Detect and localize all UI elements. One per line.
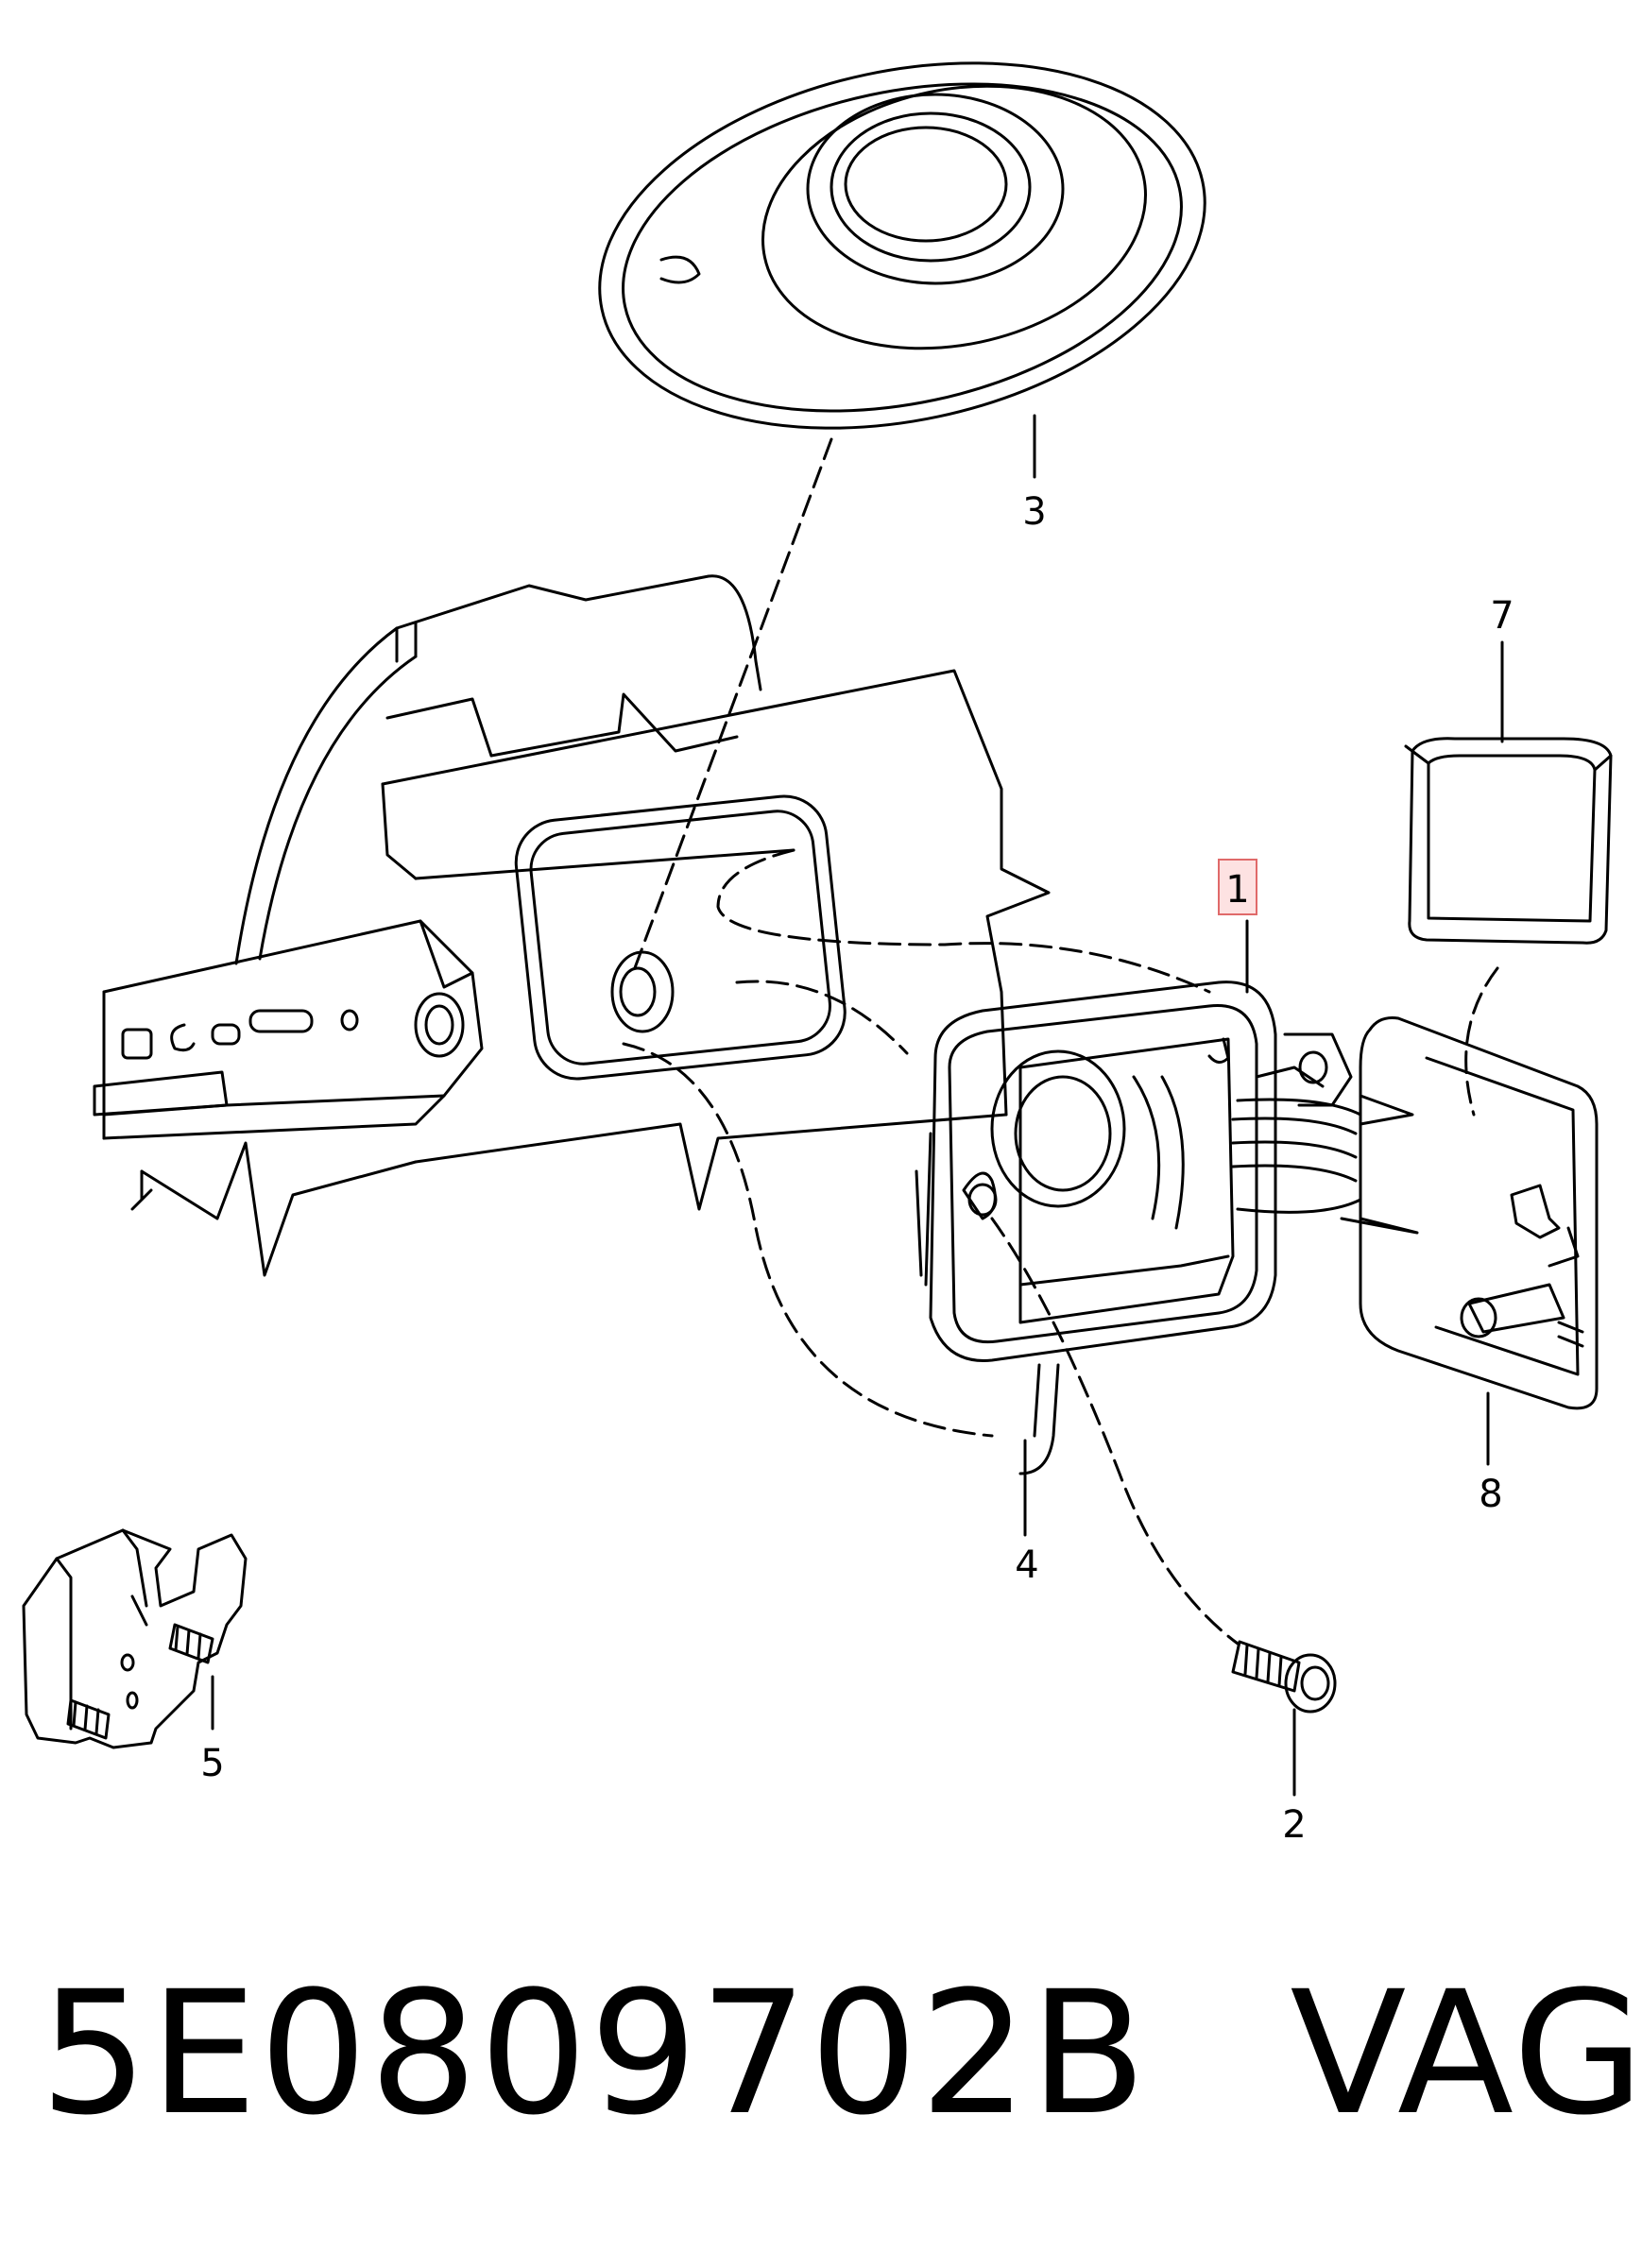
grommet-seal-part-3 <box>598 61 1206 430</box>
callout-5: 5 <box>200 1742 224 1785</box>
filler-housing-part-1 <box>915 981 1419 1362</box>
brand-name: VAG <box>1290 1955 1642 2153</box>
callout-8: 8 <box>1479 1473 1502 1516</box>
callout-1-highlight <box>1218 859 1257 915</box>
left-bracket <box>93 919 484 1140</box>
callout-4: 4 <box>1015 1543 1038 1587</box>
body-panel <box>130 574 1051 1277</box>
callout-3: 3 <box>1022 490 1046 534</box>
clip-part-5 <box>22 1528 248 1749</box>
callout-1: 1 <box>1225 868 1249 912</box>
cover-part-7 <box>1404 737 1613 945</box>
screw-part-2 <box>1231 1640 1337 1714</box>
callout-2: 2 <box>1282 1803 1306 1847</box>
part-number: 5E0809702B <box>40 1955 1149 2153</box>
fuel-flap-part-8 <box>1359 1016 1599 1410</box>
callout-7: 7 <box>1490 594 1514 638</box>
